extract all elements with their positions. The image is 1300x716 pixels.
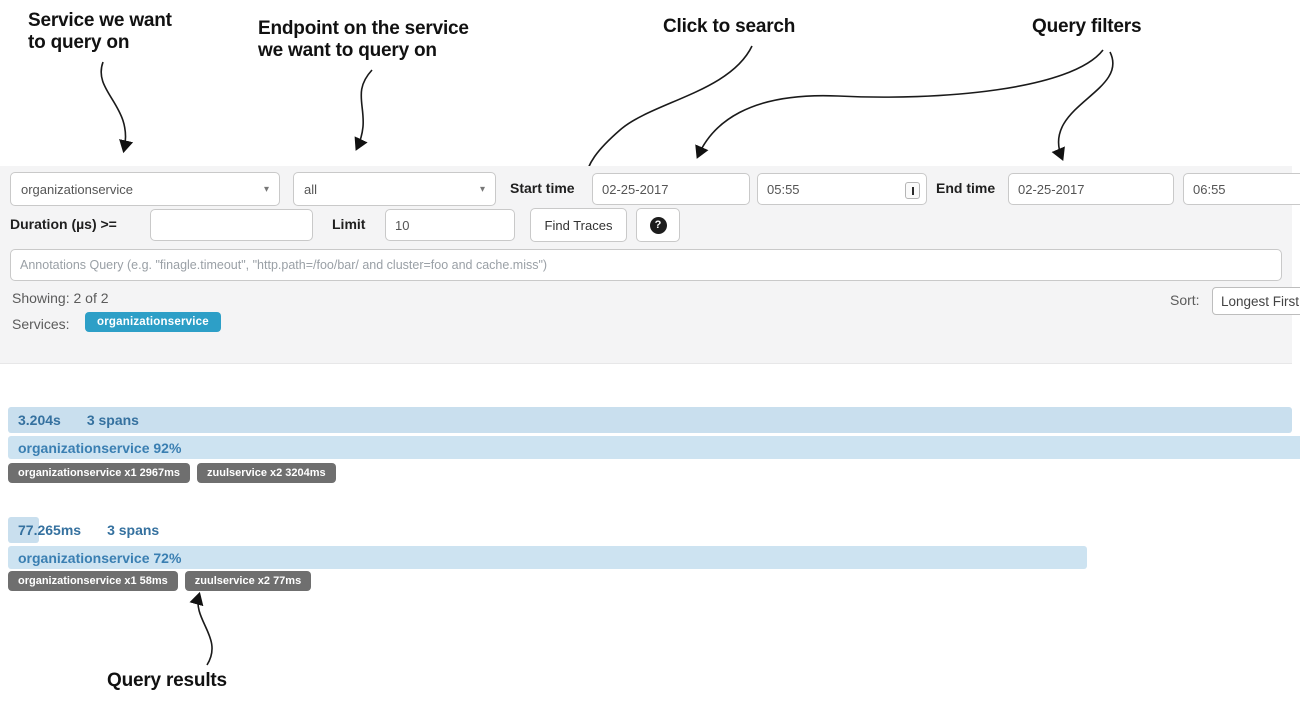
start-clock-input[interactable] (757, 173, 927, 205)
sort-dropdown-value: Longest First (1221, 293, 1300, 309)
help-button[interactable]: ? (636, 208, 680, 242)
arrow-endpoint (354, 69, 373, 151)
showing-count: Showing: 2 of 2 (12, 290, 109, 306)
trace-span-count: 3 spans (86, 412, 139, 428)
trace-service-bar-label: organizationservice 72% (18, 549, 182, 566)
trace-service-bar[interactable]: organizationservice 92% (8, 436, 1300, 459)
query-toolbar-panel: organizationservice ▾ all ▾ Start time E… (0, 166, 1300, 364)
callout-endpoint: Endpoint on the service we want to query… (258, 18, 469, 62)
end-clock-input[interactable] (1183, 173, 1300, 205)
chevron-down-icon: ▾ (263, 183, 269, 195)
trace-duration: 3.204s (18, 412, 61, 428)
duration-label: Duration (µs) >= (10, 216, 117, 232)
start-time-label: Start time (510, 180, 575, 196)
trace-tag-row: organizationservice x1 58ms zuulservice … (8, 571, 312, 591)
trace-service-bar[interactable]: organizationservice 72% (8, 546, 1087, 569)
limit-input[interactable] (385, 209, 515, 241)
question-icon: ? (649, 216, 667, 234)
trace-service-tag[interactable]: zuulservice x2 3204ms (197, 463, 336, 483)
find-traces-button[interactable]: Find Traces (530, 208, 627, 242)
time-picker-icon[interactable] (905, 182, 920, 199)
trace-service-tag[interactable]: zuulservice x2 77ms (184, 571, 312, 591)
end-time-label: End time (936, 180, 996, 196)
trace-duration: 77.265ms (18, 522, 82, 538)
arrow-service (100, 61, 134, 154)
arrow-query-results (189, 591, 213, 666)
find-traces-label: Find Traces (544, 217, 613, 233)
trace-span-count: 3 spans (107, 522, 160, 538)
end-date-input[interactable] (1008, 173, 1174, 205)
callout-service: Service we want to query on (28, 10, 172, 54)
chevron-down-icon: ▾ (479, 183, 485, 195)
trace-service-tag[interactable]: organizationservice x1 2967ms (8, 463, 191, 483)
arrow-query-filters-end (1051, 51, 1114, 161)
trace-duration-bar (8, 407, 1292, 433)
arrow-query-filters-start (695, 49, 1104, 159)
callout-query-results: Query results (107, 670, 227, 691)
arrow-click-to-search (579, 45, 753, 184)
trace-service-bar-label: organizationservice 92% (18, 439, 182, 456)
service-dropdown[interactable]: organizationservice ▾ (10, 172, 280, 206)
trace-duration-bar (8, 517, 39, 543)
sort-label: Sort: (1170, 292, 1200, 308)
trace-row-header[interactable]: 3.204s 3 spans (8, 407, 1292, 433)
duration-input[interactable] (150, 209, 313, 241)
trace-tag-row: organizationservice x1 2967ms zuulservic… (8, 463, 336, 483)
endpoint-dropdown-value: all (304, 181, 318, 197)
service-dropdown-value: organizationservice (21, 181, 134, 197)
callout-query-filters: Query filters (1032, 16, 1142, 37)
service-filter-badge[interactable]: organizationservice (85, 312, 221, 332)
trace-service-tag[interactable]: organizationservice x1 58ms (8, 571, 178, 591)
endpoint-dropdown[interactable]: all ▾ (293, 172, 496, 206)
annotations-query-input[interactable] (10, 249, 1282, 281)
limit-label: Limit (332, 216, 366, 232)
start-date-input[interactable] (592, 173, 750, 205)
trace-row-header[interactable]: 77.265ms 3 spans (8, 517, 1292, 543)
callout-click-to-search: Click to search (663, 16, 796, 37)
sort-dropdown[interactable]: Longest First (1212, 287, 1300, 315)
services-label: Services: (12, 316, 70, 332)
